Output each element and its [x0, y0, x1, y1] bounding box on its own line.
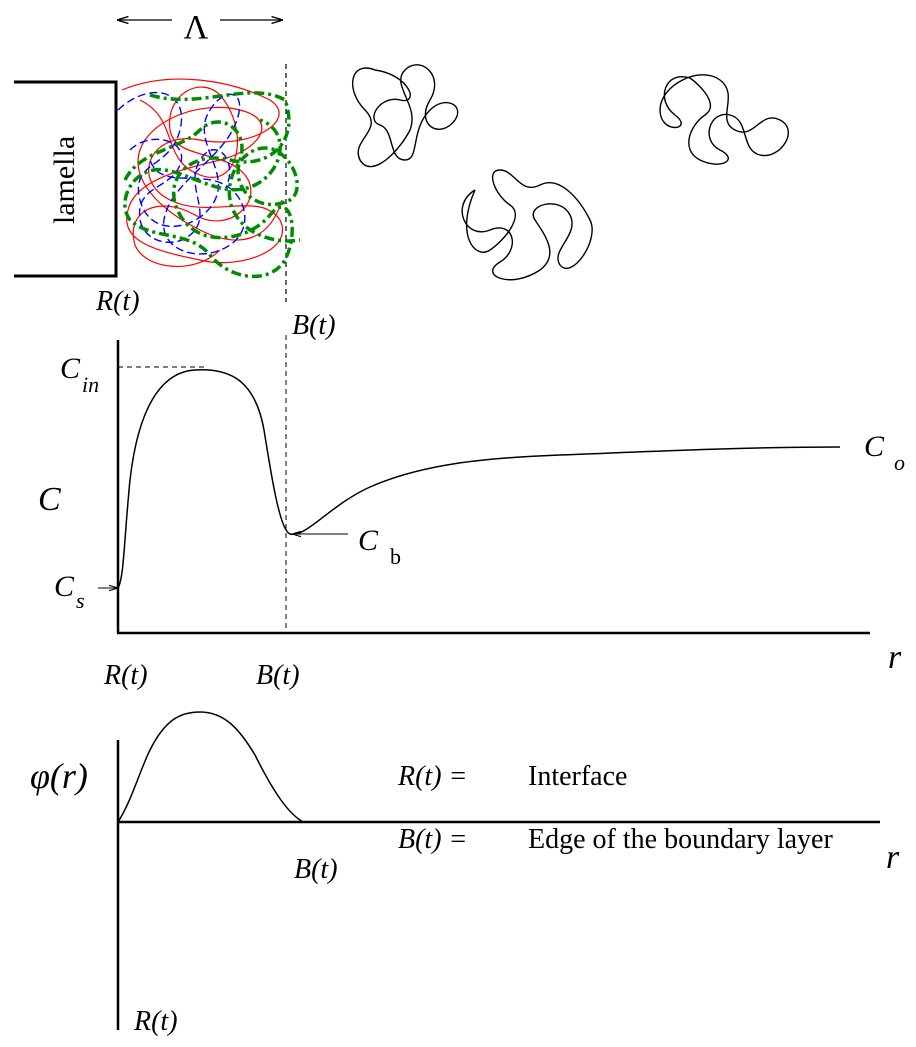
legend-r-symbol: R(t) = [397, 761, 467, 792]
lambda-symbol: Λ [184, 9, 209, 46]
phi-plot: φ(r) B(t) R(t) r [30, 711, 900, 1037]
green-chain-2 [123, 120, 301, 243]
c-b-symbol: C [358, 524, 379, 557]
c-s-symbol: C [54, 570, 75, 603]
c-b-tick-label: B(t) [256, 660, 300, 691]
legend: R(t) = Interface B(t) = Edge of the boun… [397, 761, 833, 855]
c-axis-label: C [38, 481, 61, 518]
legend-b-symbol: B(t) = [398, 824, 467, 855]
lamella-label: lamella [48, 136, 81, 224]
legend-b-text: Edge of the boundary layer [528, 824, 833, 855]
phi-curve [117, 711, 304, 823]
top-boundary-label: B(t) [292, 310, 336, 341]
coil-2 [461, 169, 593, 281]
red-chain-2 [132, 86, 252, 268]
coil-1 [351, 64, 459, 168]
free-coils [351, 64, 789, 281]
phi-r-tick-label: R(t) [133, 1006, 178, 1037]
phi-x-axis-label: r [886, 839, 900, 876]
top-panel: Λ lamella R(t) B(t) [14, 9, 789, 341]
c-o-symbol: C [864, 430, 885, 463]
top-interface-label: R(t) [95, 286, 140, 317]
c-in-symbol: C [60, 352, 81, 385]
green-chain-1 [123, 91, 294, 279]
coil-3 [659, 74, 789, 165]
boundary-layer-chains [117, 78, 301, 279]
c-in-subscript: in [82, 372, 99, 397]
legend-r-text: Interface [528, 761, 627, 792]
c-x-axis-label: r [888, 639, 902, 676]
concentration-curve [117, 369, 841, 589]
c-b-subscript: b [390, 544, 401, 569]
lamella-block [14, 80, 118, 278]
c-r-tick-label: R(t) [103, 660, 148, 691]
c-o-subscript: o [894, 450, 905, 475]
concentration-plot: C in C C s C b C o R(t) B(t) r [38, 335, 905, 691]
c-s-subscript: s [76, 588, 85, 613]
phi-b-tick-label: B(t) [294, 854, 338, 885]
phi-axis-label: φ(r) [30, 756, 88, 796]
blue-chain-2 [129, 138, 231, 244]
